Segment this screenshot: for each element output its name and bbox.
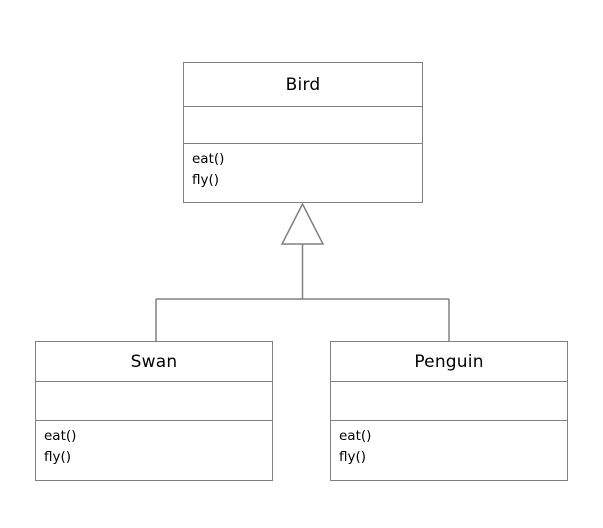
attributes-section — [184, 106, 422, 143]
class-name: Swan — [130, 351, 178, 372]
method-label: fly() — [192, 171, 220, 188]
class-name: Penguin — [414, 351, 484, 372]
class-box-penguin[interactable]: Penguin eat() fly() — [330, 341, 568, 481]
class-box-swan[interactable]: Swan eat() fly() — [35, 341, 273, 481]
method-label: fly() — [339, 448, 367, 465]
method-label: eat() — [339, 428, 372, 444]
methods-section: eat() fly() — [36, 420, 272, 480]
attributes-section — [331, 381, 567, 420]
inheritance-arrowhead-icon — [280, 202, 325, 245]
methods-section: eat() fly() — [331, 420, 567, 480]
method-label: eat() — [192, 151, 225, 167]
class-name: Bird — [285, 74, 321, 95]
method-label: eat() — [44, 428, 77, 444]
method-label: fly() — [44, 448, 72, 465]
methods-section: eat() fly() — [184, 143, 422, 202]
attributes-section — [36, 381, 272, 420]
class-box-bird[interactable]: Bird eat() fly() — [183, 62, 423, 203]
